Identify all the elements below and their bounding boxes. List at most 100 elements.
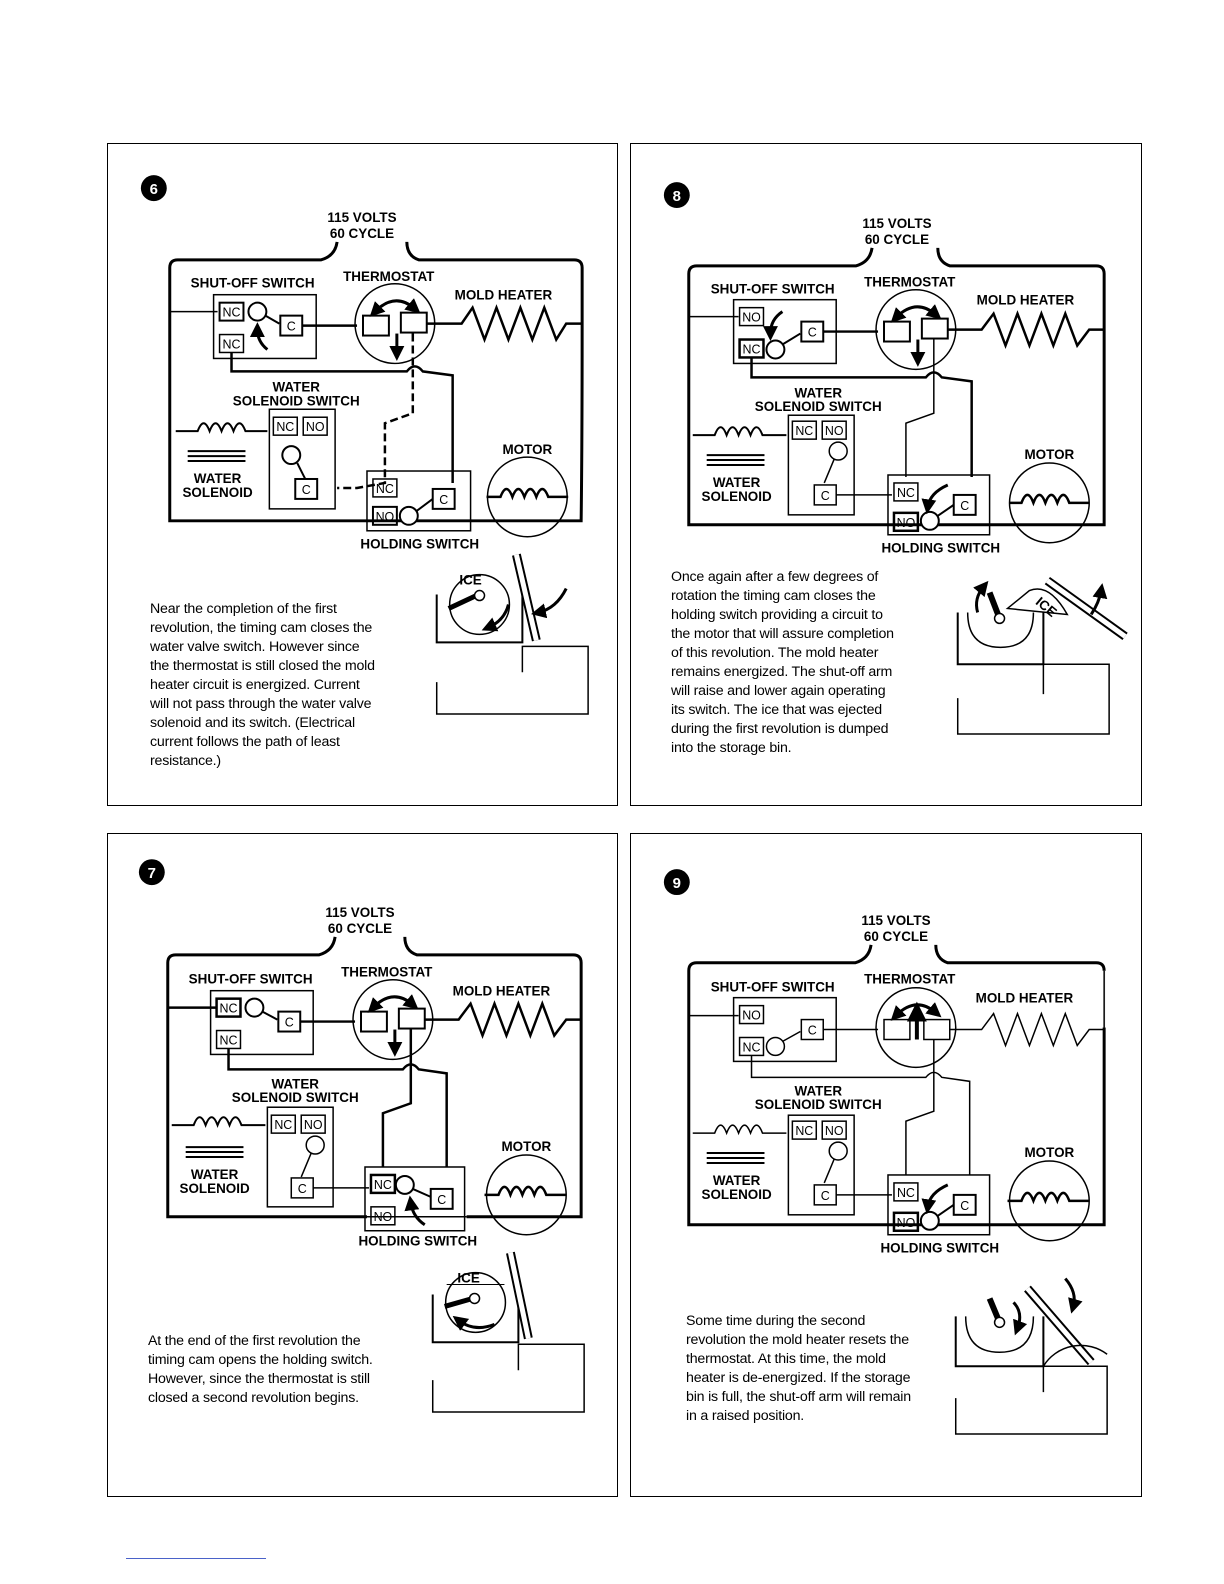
svg-text:C: C [298, 1182, 307, 1196]
circuit-diagram-9: 9 115 VOLTS 60 CYCLE SHUT-OFF SWITCH THE… [663, 869, 1108, 1435]
description-text: Once again after a few degrees of rotati… [671, 569, 894, 756]
step-number-badge [140, 175, 167, 202]
svg-text:NC: NC [795, 424, 813, 438]
water-solenoid-switch [268, 408, 336, 510]
svg-text:THERMOSTAT: THERMOSTAT [341, 965, 433, 980]
svg-text:HOLDING SWITCH: HOLDING SWITCH [880, 1241, 999, 1256]
svg-text:NC: NC [274, 1118, 292, 1132]
svg-text:NO: NO [374, 1210, 393, 1224]
svg-text:C: C [437, 1193, 446, 1207]
svg-text:THERMOSTAT: THERMOSTAT [864, 275, 956, 290]
svg-text:SOLENOID: SOLENOID [701, 489, 771, 504]
ice-label: ICE [459, 573, 481, 588]
voltage-label: 115 VOLTS [327, 210, 396, 225]
svg-text:SOLENOID SWITCH: SOLENOID SWITCH [232, 1090, 359, 1105]
svg-text:WATER: WATER [795, 385, 843, 400]
svg-text:C: C [808, 326, 817, 340]
svg-text:ICE: ICE [457, 1271, 479, 1286]
svg-text:HOLDING SWITCH: HOLDING SWITCH [881, 541, 1000, 556]
panel-8: 8 115 VOLTS 60 CYCLE SHUT-OFF SWITCH THE… [630, 143, 1142, 806]
svg-text:SHUT-OFF SWITCH: SHUT-OFF SWITCH [711, 282, 835, 297]
svg-text:C: C [960, 1199, 969, 1213]
svg-text:MOTOR: MOTOR [1024, 447, 1074, 462]
step-number: 6 [150, 181, 158, 198]
svg-text:SOLENOID: SOLENOID [179, 1181, 249, 1196]
svg-text:NC: NC [376, 482, 394, 496]
svg-text:C: C [302, 483, 311, 497]
solenoid-switch-label: SOLENOID SWITCH [233, 393, 360, 408]
svg-text:WATER: WATER [713, 1173, 761, 1188]
holding-switch-label: HOLDING SWITCH [360, 537, 479, 552]
thermostat [354, 283, 436, 365]
cycle-label: 60 CYCLE [330, 226, 394, 241]
svg-text:NO: NO [306, 420, 325, 434]
shutoff-nc-contact [218, 301, 245, 322]
svg-text:NO: NO [897, 516, 916, 530]
svg-text:NO: NO [825, 424, 844, 438]
svg-text:NC: NC [897, 1186, 915, 1200]
svg-text:C: C [439, 493, 448, 507]
circuit-diagram-8: 8 115 VOLTS 60 CYCLE SHUT-OFF SWITCH THE… [663, 182, 1128, 735]
svg-text:NO: NO [897, 1216, 916, 1230]
svg-text:NO: NO [304, 1118, 323, 1132]
svg-text:THERMOSTAT: THERMOSTAT [864, 972, 956, 987]
water-solenoid-label: SOLENOID [182, 485, 252, 500]
svg-text:NC: NC [220, 1033, 238, 1047]
svg-text:WATER: WATER [713, 475, 761, 490]
svg-text:WATER: WATER [795, 1083, 843, 1098]
svg-text:SHUT-OFF SWITCH: SHUT-OFF SWITCH [711, 980, 835, 995]
svg-text:NC: NC [743, 342, 761, 356]
svg-text:MOTOR: MOTOR [1024, 1145, 1074, 1160]
svg-text:HOLDING SWITCH: HOLDING SWITCH [358, 1234, 477, 1249]
svg-text:SOLENOID SWITCH: SOLENOID SWITCH [755, 1097, 882, 1112]
description-text: Near the completion of the first revolut… [150, 601, 375, 769]
svg-text:115 VOLTS: 115 VOLTS [325, 905, 394, 920]
step-number: 9 [673, 875, 681, 892]
holding-switch [366, 470, 472, 532]
svg-text:NC: NC [897, 486, 915, 500]
footer-link-underline [126, 1558, 266, 1559]
svg-text:NC: NC [374, 1178, 392, 1192]
svg-text:NC: NC [223, 337, 241, 351]
svg-text:SHUT-OFF SWITCH: SHUT-OFF SWITCH [189, 972, 313, 987]
mold-heater-label: MOLD HEATER [455, 288, 553, 303]
svg-text:NC: NC [220, 1002, 238, 1016]
svg-text:C: C [287, 320, 296, 334]
step-number: 7 [148, 865, 156, 882]
svg-text:WATER: WATER [271, 1076, 319, 1091]
panel-6: 6 115 VOLTS 60 CYCLE SHUT-OFF SWITCH THE… [107, 143, 618, 806]
svg-text:NO: NO [742, 1009, 761, 1023]
svg-text:SOLENOID SWITCH: SOLENOID SWITCH [755, 399, 882, 414]
svg-text:MOTOR: MOTOR [501, 1139, 551, 1154]
motor-label: MOTOR [502, 442, 552, 457]
svg-text:NC: NC [795, 1124, 813, 1138]
circuit-diagram-6: 6 115 VOLTS 60 CYCLE SHUT-OFF SWITCH THE… [140, 175, 589, 715]
svg-text:C: C [821, 1189, 830, 1203]
svg-text:C: C [960, 499, 969, 513]
svg-text:NO: NO [376, 510, 395, 524]
svg-text:115 VOLTS: 115 VOLTS [861, 913, 930, 928]
panel-7: 7 115 VOLTS 60 CYCLE SHUT-OFF SWITCH THE… [107, 833, 618, 1497]
svg-text:NC: NC [276, 420, 294, 434]
shutoff-switch-label: SHUT-OFF SWITCH [191, 276, 315, 291]
svg-text:60 CYCLE: 60 CYCLE [864, 929, 928, 944]
svg-text:MOLD HEATER: MOLD HEATER [453, 984, 551, 999]
panel-9: 9 115 VOLTS 60 CYCLE SHUT-OFF SWITCH THE… [630, 833, 1142, 1497]
svg-text:WATER: WATER [194, 471, 242, 486]
thermostat-label: THERMOSTAT [343, 269, 435, 284]
circuit-diagram-7: 7 115 VOLTS 60 CYCLE SHUT-OFF SWITCH THE… [138, 859, 585, 1413]
svg-text:NC: NC [223, 306, 241, 320]
svg-text:C: C [808, 1024, 817, 1038]
svg-text:C: C [285, 1016, 294, 1030]
svg-text:NO: NO [742, 311, 761, 325]
step-number: 8 [673, 188, 681, 205]
svg-text:60 CYCLE: 60 CYCLE [865, 232, 929, 247]
svg-text:WATER: WATER [191, 1167, 239, 1182]
description-text: Some time during the second revolution t… [686, 1313, 911, 1424]
description-text: At the end of the first revolution the t… [148, 1333, 373, 1406]
svg-text:60 CYCLE: 60 CYCLE [328, 921, 392, 936]
svg-text:WATER: WATER [272, 379, 320, 394]
svg-text:NO: NO [825, 1124, 844, 1138]
svg-text:115 VOLTS: 115 VOLTS [862, 216, 931, 231]
svg-text:MOLD HEATER: MOLD HEATER [977, 293, 1075, 308]
